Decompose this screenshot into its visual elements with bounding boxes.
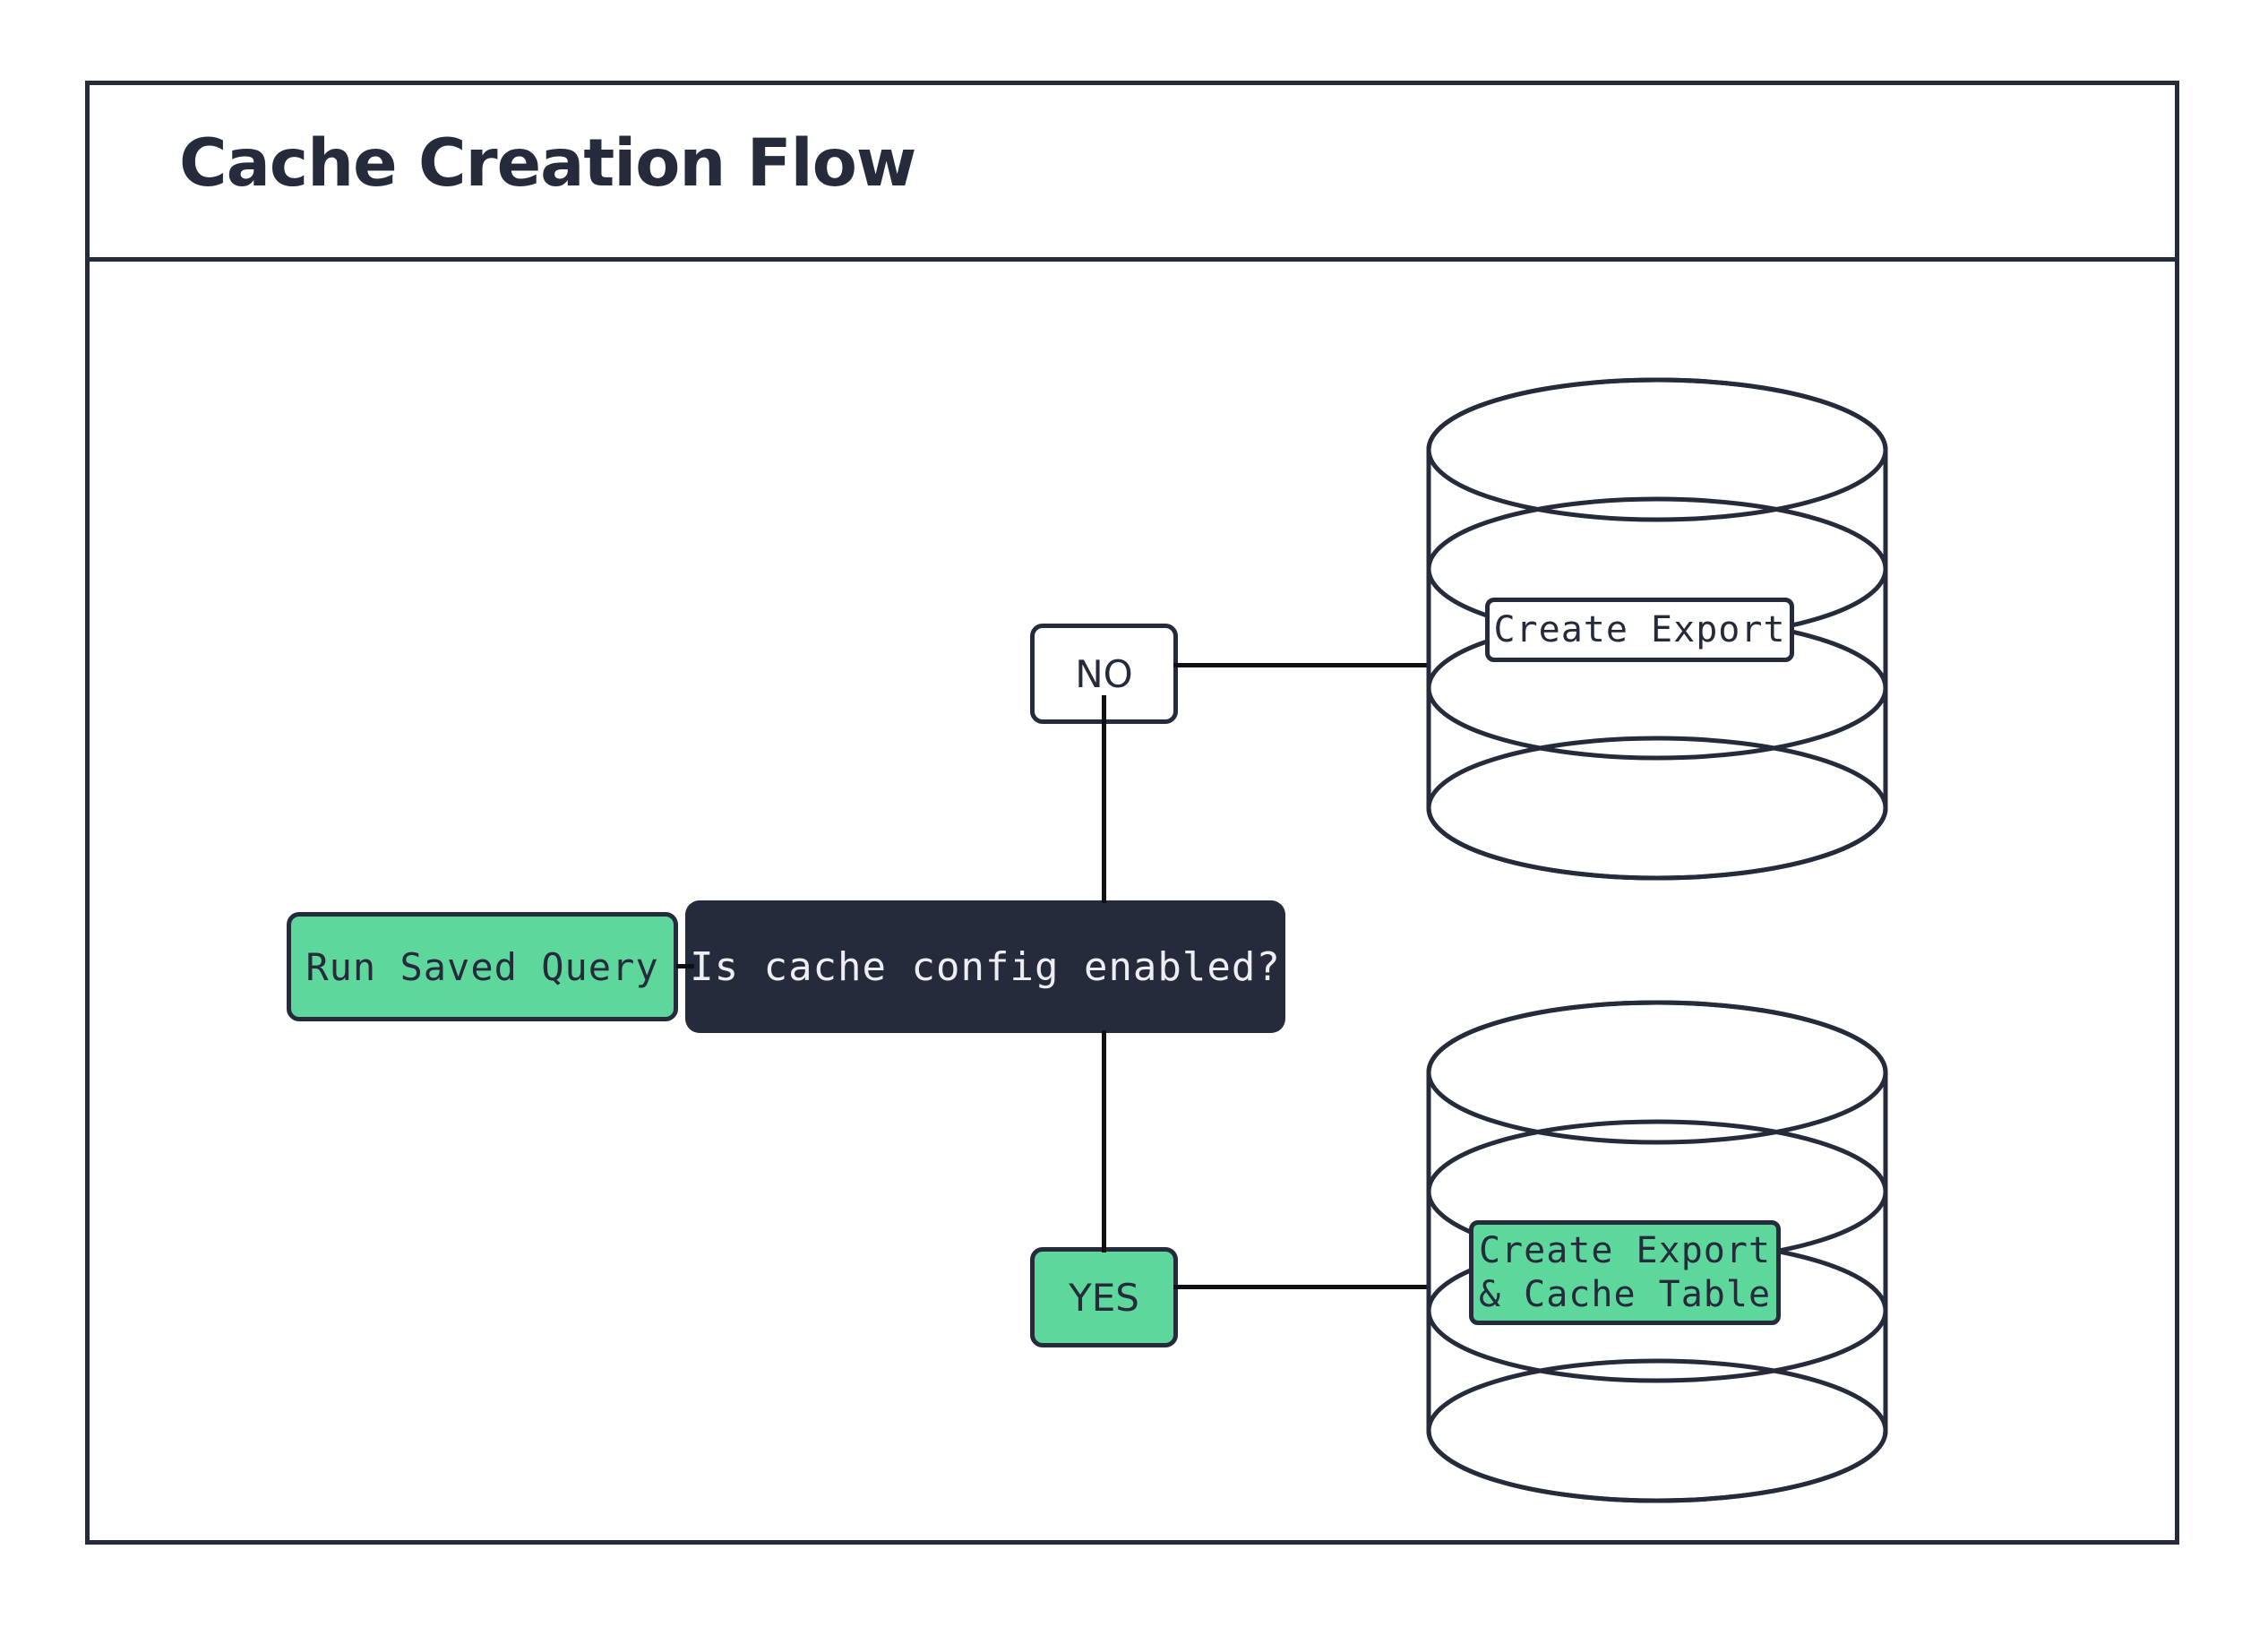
diagram-canvas: Run Saved Query Is cache config enabled?… — [90, 262, 2175, 1545]
node-create-export-cache-label[interactable]: Create Export & Cache Table — [1469, 1220, 1781, 1325]
node-branch-no[interactable]: NO — [1030, 624, 1178, 724]
page-title: Cache Creation Flow — [179, 125, 916, 202]
diagram-header: Cache Creation Flow — [90, 85, 2175, 262]
edge-yes-to-database-export-cache — [1173, 1285, 1523, 1289]
diagram-frame: Cache Creation Flow — [85, 81, 2179, 1545]
edge-decision-to-no — [1102, 695, 1106, 903]
edge-no-to-database-export — [1173, 663, 1523, 667]
edge-run-query-to-decision — [676, 964, 694, 968]
node-branch-yes[interactable]: YES — [1030, 1247, 1178, 1347]
node-decision-cache-config[interactable]: Is cache config enabled? — [685, 900, 1285, 1033]
node-run-saved-query[interactable]: Run Saved Query — [287, 912, 678, 1021]
edge-decision-to-yes — [1102, 1030, 1106, 1253]
node-create-export-label[interactable]: Create Export — [1485, 598, 1794, 662]
